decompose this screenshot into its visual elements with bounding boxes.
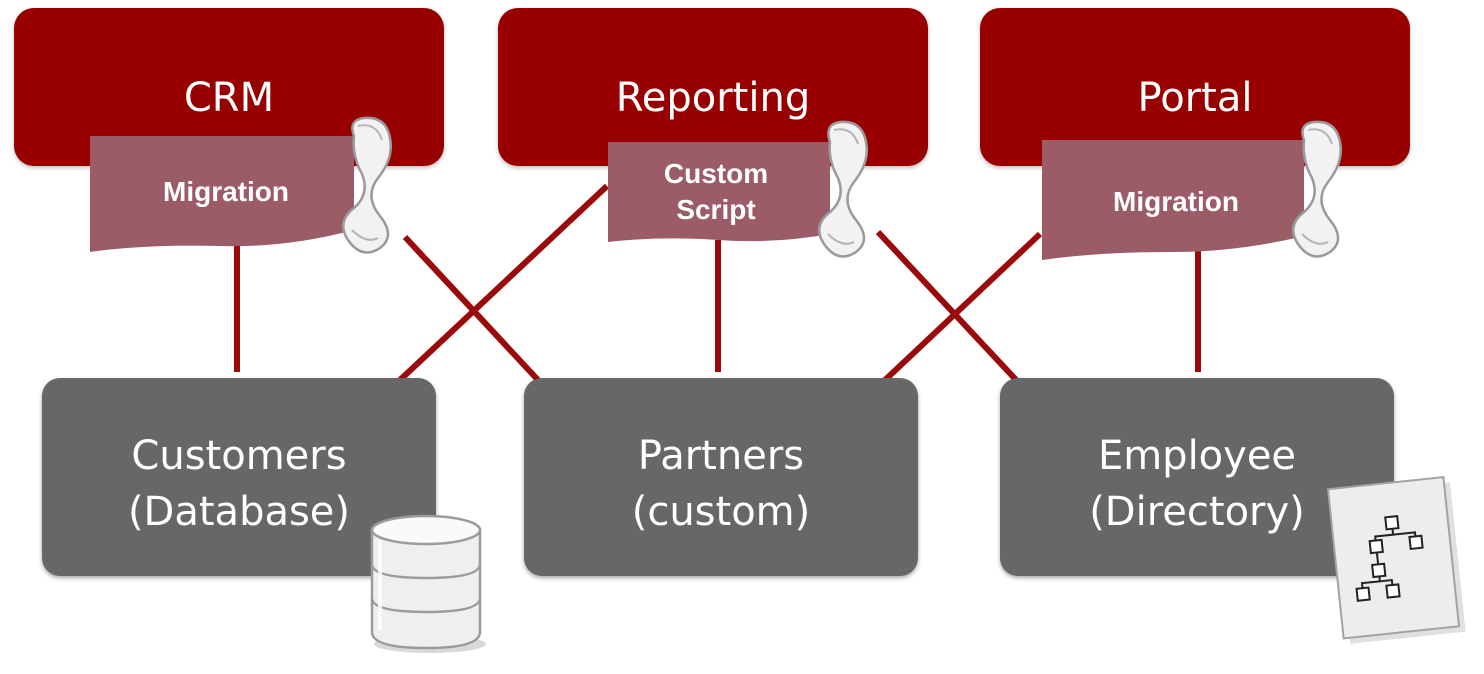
app-label-crm: CRM [183, 75, 275, 121]
scroll-icon [90, 116, 392, 254]
database-icon [370, 514, 486, 653]
app-label-reporting: Reporting [615, 75, 811, 121]
link-reporting-customers [397, 183, 610, 383]
adapter-label-portal: Migration [1113, 186, 1239, 217]
source-name-customers: Customers [131, 433, 347, 479]
app-label-portal: Portal [1137, 75, 1253, 121]
link-reporting-employee [875, 229, 1021, 385]
source-box-partners: Partners (custom) [524, 378, 918, 576]
scroll-icon [1042, 120, 1342, 260]
source-type-customers: (Database) [127, 489, 351, 535]
app-box-reporting: Reporting [498, 8, 928, 166]
source-box-customers: Customers (Database) [42, 378, 436, 576]
source-box-employee: Employee (Directory) [1000, 378, 1394, 576]
adapter-banner-crm: Migration [86, 112, 436, 262]
adapter-label-crm: Migration [163, 176, 289, 207]
source-label-customers: Customers (Database) [42, 428, 436, 540]
source-type-employee: (Directory) [1089, 489, 1305, 535]
source-name-partners: Partners [637, 433, 805, 479]
source-label-partners: Partners (custom) [524, 428, 918, 540]
source-type-partners: (custom) [631, 489, 811, 535]
scroll-icon [608, 120, 868, 258]
adapter-banner-portal: Migration [1038, 112, 1388, 262]
source-label-employee: Employee (Directory) [1000, 428, 1394, 540]
link-portal-partners [882, 231, 1043, 383]
link-crm-partners [402, 234, 541, 383]
source-name-employee: Employee [1097, 433, 1297, 479]
directory-tree-icon [1326, 476, 1466, 644]
